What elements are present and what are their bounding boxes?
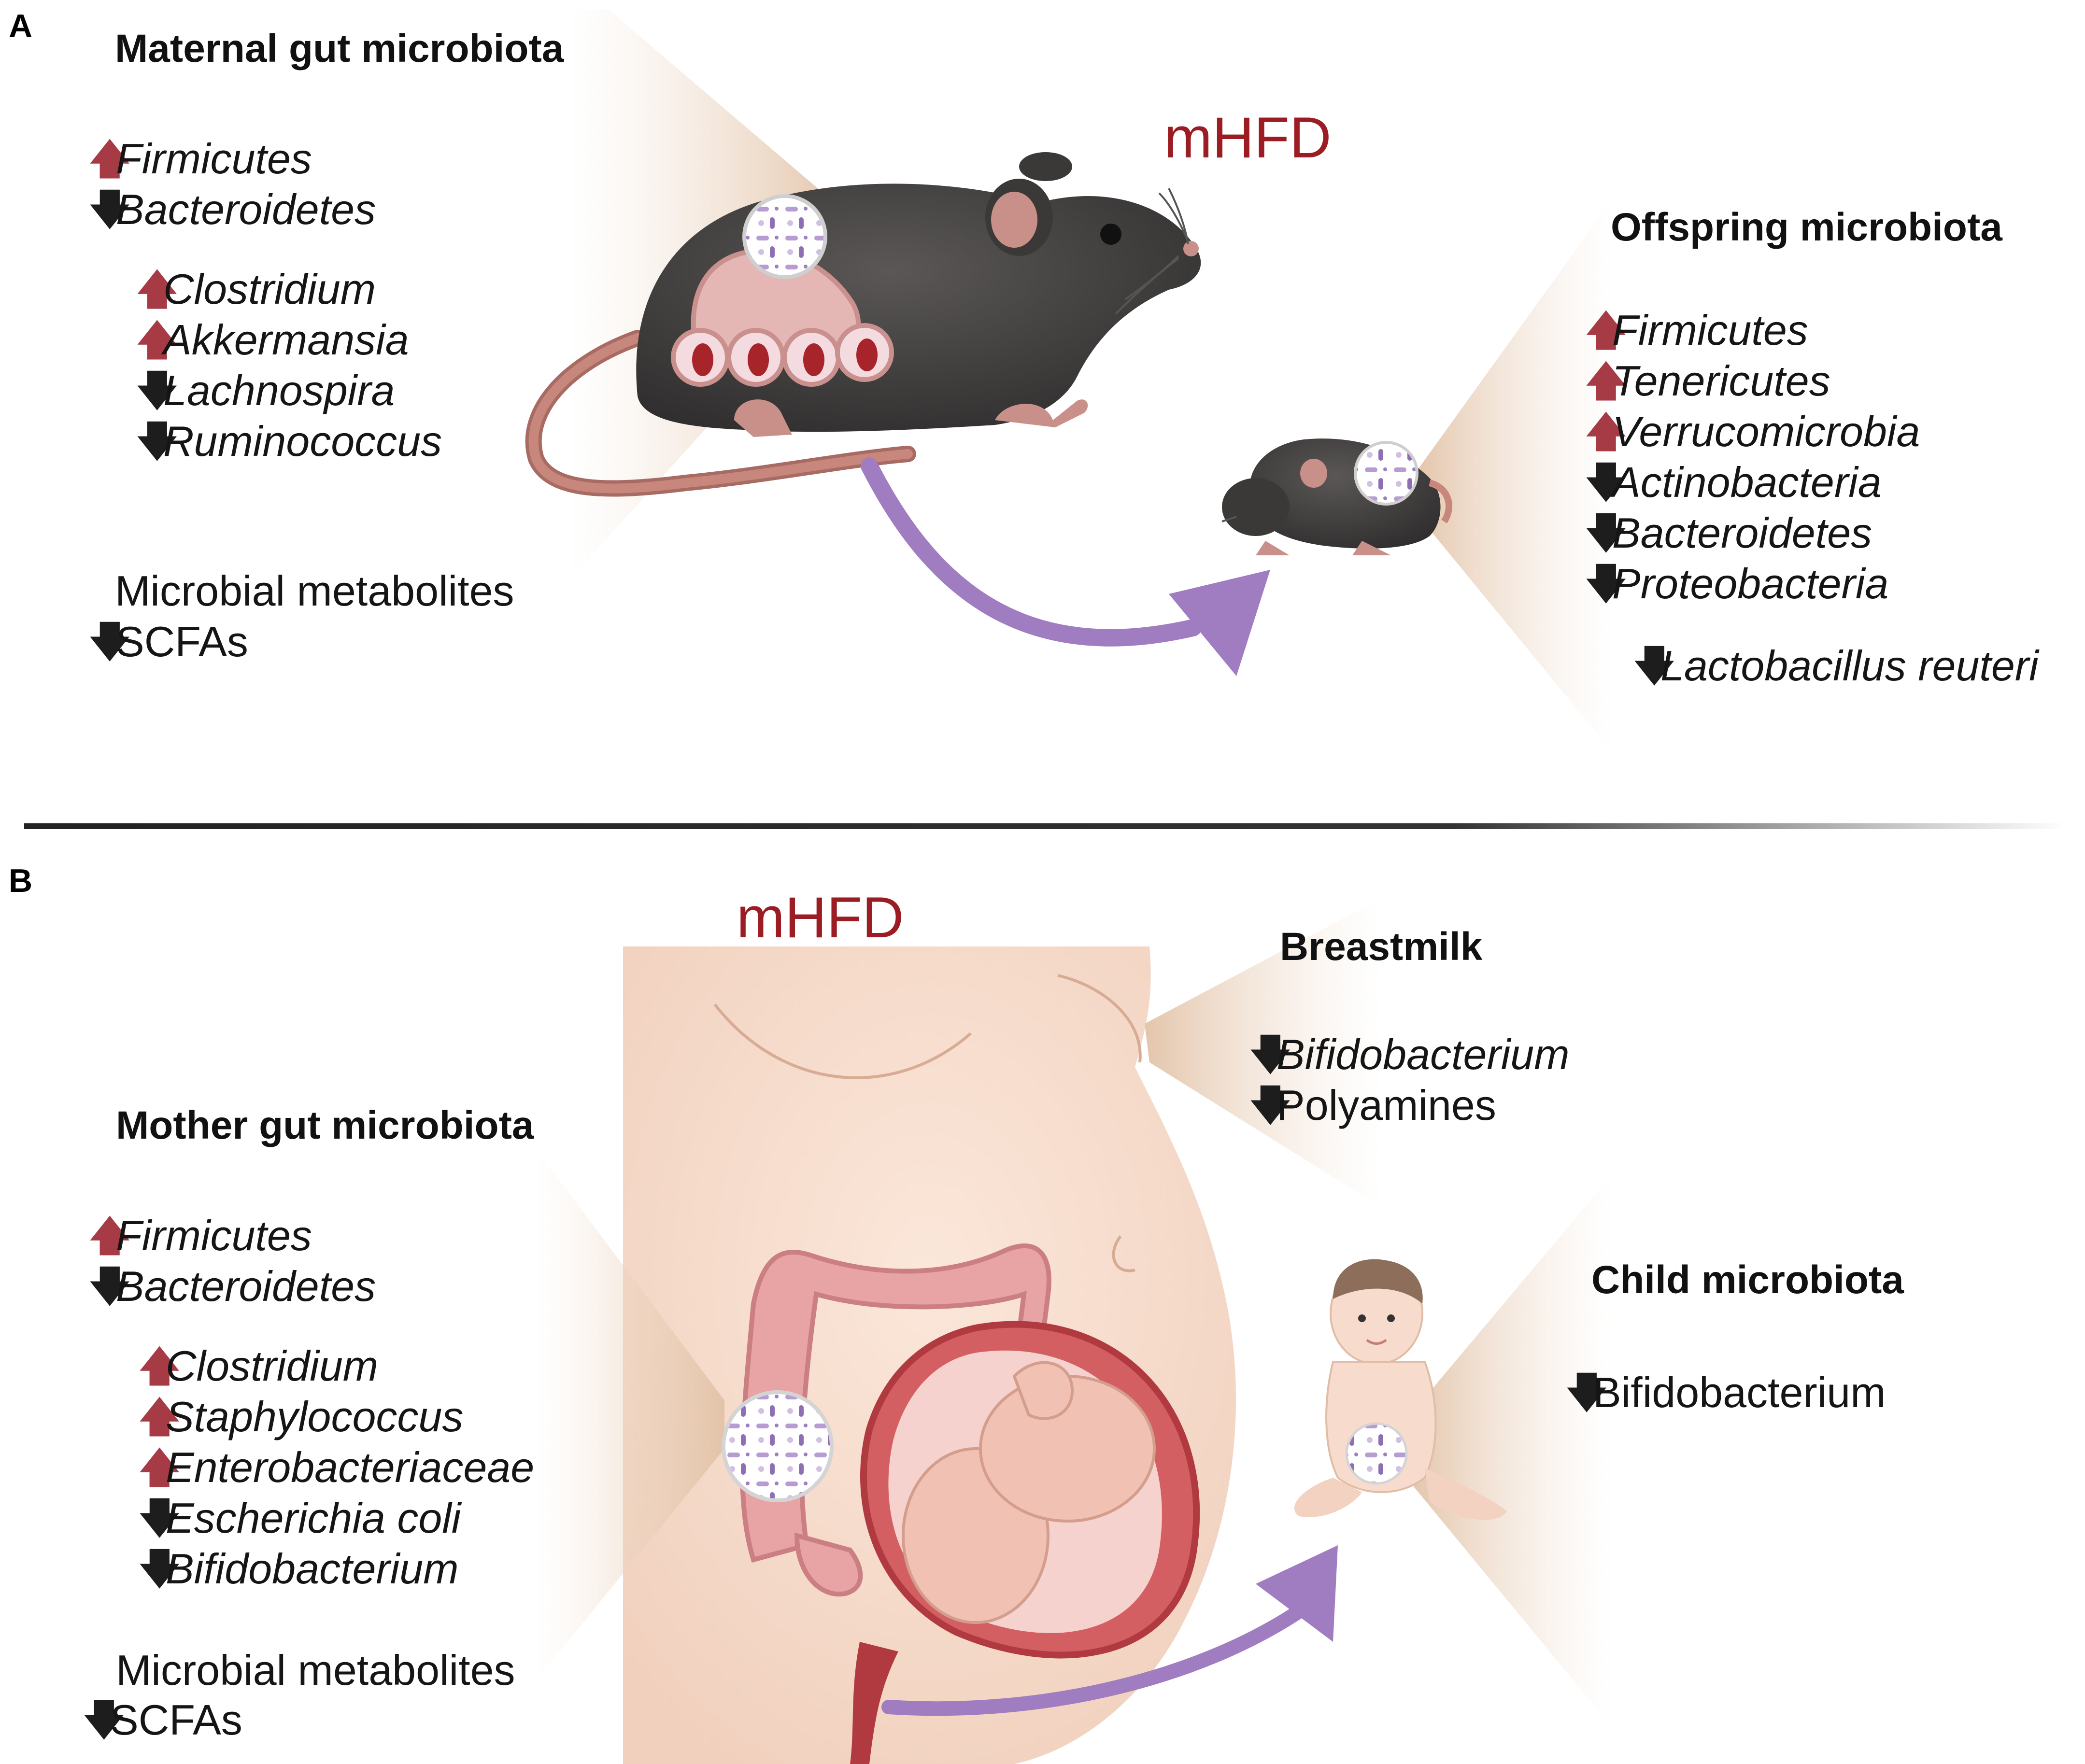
down-arrow-icon: 🡇 [1632,642,1676,690]
maternal-genus-lachnospira: 🡇Lachnospira [135,367,395,414]
mouse-illustration [525,152,1201,497]
mother-phylum-firmicutes: 🡅Firmicutes [88,1212,312,1259]
down-arrow-icon: 🡇 [88,1262,132,1310]
down-arrow-icon: 🡇 [1565,1369,1609,1416]
down-arrow-icon: 🡇 [1248,1030,1292,1078]
maternal-phylum-bacteroidetes: 🡇Bacteroidetes [88,185,376,233]
up-arrow-icon: 🡅 [88,135,132,183]
fetus-illustration [902,1361,1156,1624]
panel-b-diet-label: mHFD [737,885,904,950]
microbe-magnifier-icon [742,194,827,279]
down-arrow-icon: 🡇 [82,1696,126,1744]
mother-gut-title: Mother gut microbiota [116,1103,534,1147]
down-arrow-icon: 🡇 [135,367,179,414]
up-arrow-icon: 🡅 [138,1443,182,1491]
up-arrow-icon: 🡅 [138,1393,182,1440]
maternal-genus-ruminococcus: 🡇Ruminococcus [135,417,442,465]
maternal-genus-akkermansia: 🡅Akkermansia [135,316,409,364]
mother-genus-enterobacteriaceae: 🡅Enterobacteriaceae [138,1443,535,1491]
up-arrow-icon: 🡅 [88,1212,132,1259]
up-arrow-icon: 🡅 [135,265,179,313]
mother-phylum-bacteroidetes: 🡇Bacteroidetes [88,1262,376,1310]
up-arrow-icon: 🡅 [135,316,179,364]
offspring-zoom-cone [1415,198,1613,753]
down-arrow-icon: 🡇 [88,618,132,665]
child-title: Child microbiota [1591,1258,1904,1302]
down-arrow-icon: 🡇 [1584,560,1628,607]
breastmilk-zoom-cone [1145,898,1381,1207]
offspring-item-firmicutes: 🡅Firmicutes [1584,306,1808,354]
mother-genus-escherichia-coli: 🡇Escherichia coli [138,1494,461,1542]
offspring-species-lactobacillus: 🡇Lactobacillus reuteri [1632,642,2039,690]
panel-b-letter: B [9,862,33,899]
offspring-item-verrucomicrobia: 🡅Verrucomicrobia [1584,408,1920,455]
mother-genus-bifidobacterium: 🡇Bifidobacterium [138,1545,459,1593]
down-arrow-icon: 🡇 [135,417,179,465]
uterus-illustration [850,1321,1200,1764]
mother-zoom-cone [536,1149,724,1680]
panel-a-diet-label: mHFD [1164,105,1332,170]
mother-genus-clostridium: 🡅Clostridium [138,1342,379,1390]
down-arrow-icon: 🡇 [1248,1081,1292,1129]
offspring-item-proteobacteria: 🡇Proteobacteria [1584,560,1889,607]
panel-divider [24,823,2067,829]
down-arrow-icon: 🡇 [1584,458,1628,506]
up-arrow-icon: 🡅 [138,1342,182,1390]
up-arrow-icon: 🡅 [1584,357,1628,405]
infant-illustration [1294,1259,1507,1520]
down-arrow-icon: 🡇 [138,1494,182,1542]
panel-a-letter: A [9,8,33,44]
microbe-magnifier-icon [1354,441,1418,506]
mother-metabolites-title: Microbial metabolites [116,1646,515,1694]
down-arrow-icon: 🡇 [138,1545,182,1593]
down-arrow-icon: 🡇 [1584,509,1628,557]
down-arrow-icon: 🡇 [88,185,132,233]
up-arrow-icon: 🡅 [1584,408,1628,455]
maternal-gut-title: Maternal gut microbiota [115,27,564,71]
offspring-item-actinobacteria: 🡇Actinobacteria [1584,458,1882,506]
mother-genus-staphylococcus: 🡅Staphylococcus [138,1393,464,1440]
microbe-magnifier-icon [722,1390,834,1502]
maternal-genus-clostridium: 🡅Clostridium [135,265,376,313]
breastmilk-title: Breastmilk [1280,925,1483,969]
maternal-metabolite-scfas: 🡇SCFAs [88,618,248,665]
offspring-title: Offspring microbiota [1611,205,2002,249]
offspring-item-bacteroidetes: 🡇Bacteroidetes [1584,509,1872,557]
intestine-illustration [671,248,894,387]
mother-metabolite-scfas: 🡇SCFAs [82,1696,242,1744]
microbe-magnifier-icon [1345,1422,1408,1485]
offspring-item-tenericutes: 🡅Tenericutes [1584,357,1830,405]
transfer-arrow-icon [861,457,1270,676]
child-zoom-cone [1410,1173,1613,1729]
maternal-metabolites-title: Microbial metabolites [115,567,514,615]
child-item-bifidobacterium: 🡇Bifidobacterium [1565,1369,1886,1416]
pup-illustration [1221,438,1452,555]
breastmilk-item-polyamines: 🡇Polyamines [1248,1081,1496,1129]
transfer-arrow-icon [881,1545,1338,1716]
maternal-phylum-firmicutes: 🡅Firmicutes [88,135,312,183]
breastmilk-item-bifidobacterium: 🡇Bifidobacterium [1248,1030,1570,1078]
up-arrow-icon: 🡅 [1584,306,1628,354]
